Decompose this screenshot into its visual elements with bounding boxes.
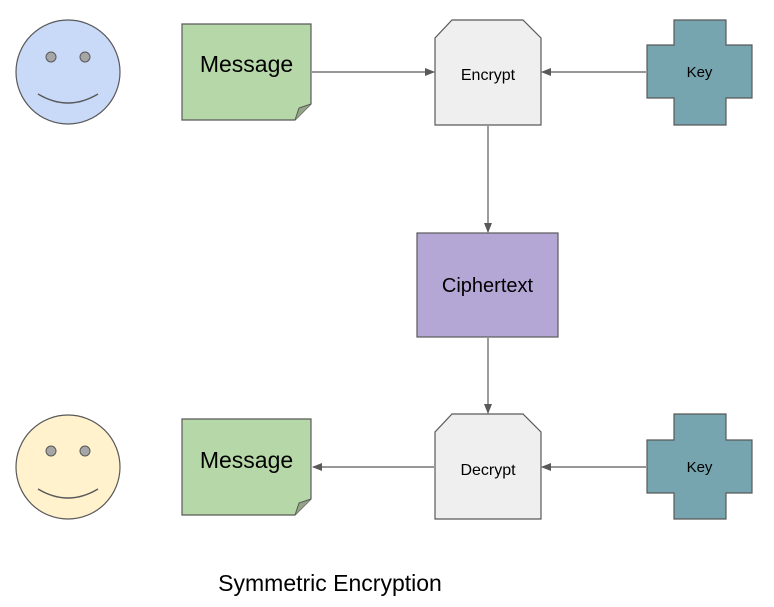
receiver-smiley-icon	[15, 414, 121, 520]
encrypt-shape	[434, 19, 542, 126]
key-bottom-shape	[646, 413, 753, 520]
diagram-caption: Symmetric Encryption	[218, 570, 442, 596]
sender-smiley-icon	[15, 19, 121, 125]
ciphertext-box	[416, 232, 559, 338]
key-top-shape	[646, 19, 753, 126]
decrypt-shape	[434, 413, 542, 520]
message-top-note	[181, 23, 312, 121]
message-bottom-note	[181, 418, 312, 516]
